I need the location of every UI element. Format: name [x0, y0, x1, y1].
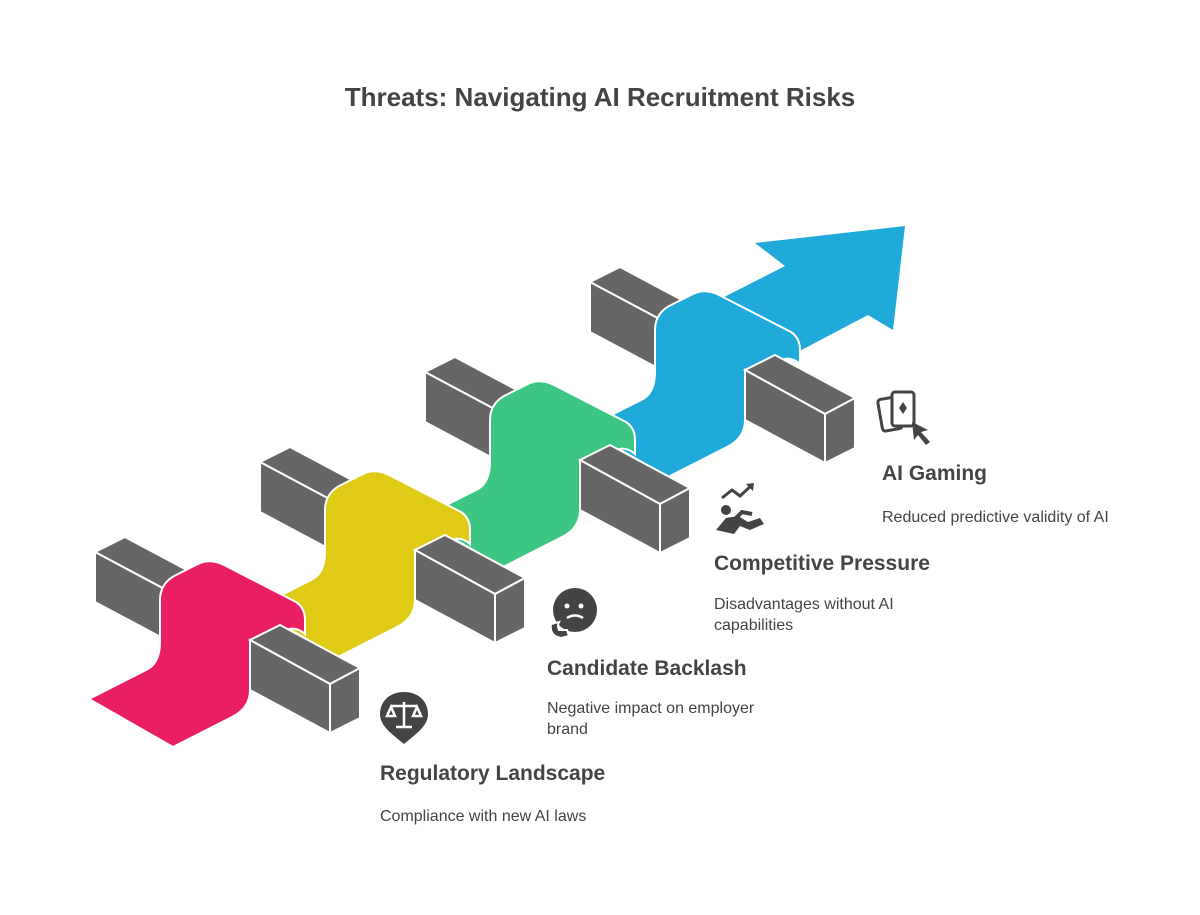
step-description-candidate-backlash: Negative impact on employer brand [547, 700, 755, 738]
scales-pin-icon [380, 692, 428, 744]
step-description-regulatory-landscape: Compliance with new AI laws [380, 808, 587, 825]
step-regulatory-landscape [86, 536, 361, 749]
step-candidate-backlash [251, 446, 526, 659]
front-block [744, 354, 856, 464]
step-label-regulatory-landscape: Regulatory Landscape [380, 762, 606, 785]
step-description-ai-gaming: Reduced predictive validity of AI [882, 509, 1109, 526]
running-person-trend-icon [716, 483, 764, 534]
step-description-competitive-pressure: Disadvantages without AI capabilities [714, 596, 894, 634]
confused-face-icon [549, 588, 597, 640]
step-competitive-pressure [416, 356, 691, 569]
diagram-title: Threats: Navigating AI Recruitment Risks [344, 82, 856, 112]
step-label-competitive-pressure: Competitive Pressure [714, 552, 930, 575]
step-label-ai-gaming: AI Gaming [882, 462, 988, 485]
step-label-candidate-backlash: Candidate Backlash [547, 657, 747, 680]
cards-cursor-icon [876, 390, 930, 445]
step-ai-gaming [581, 226, 905, 479]
